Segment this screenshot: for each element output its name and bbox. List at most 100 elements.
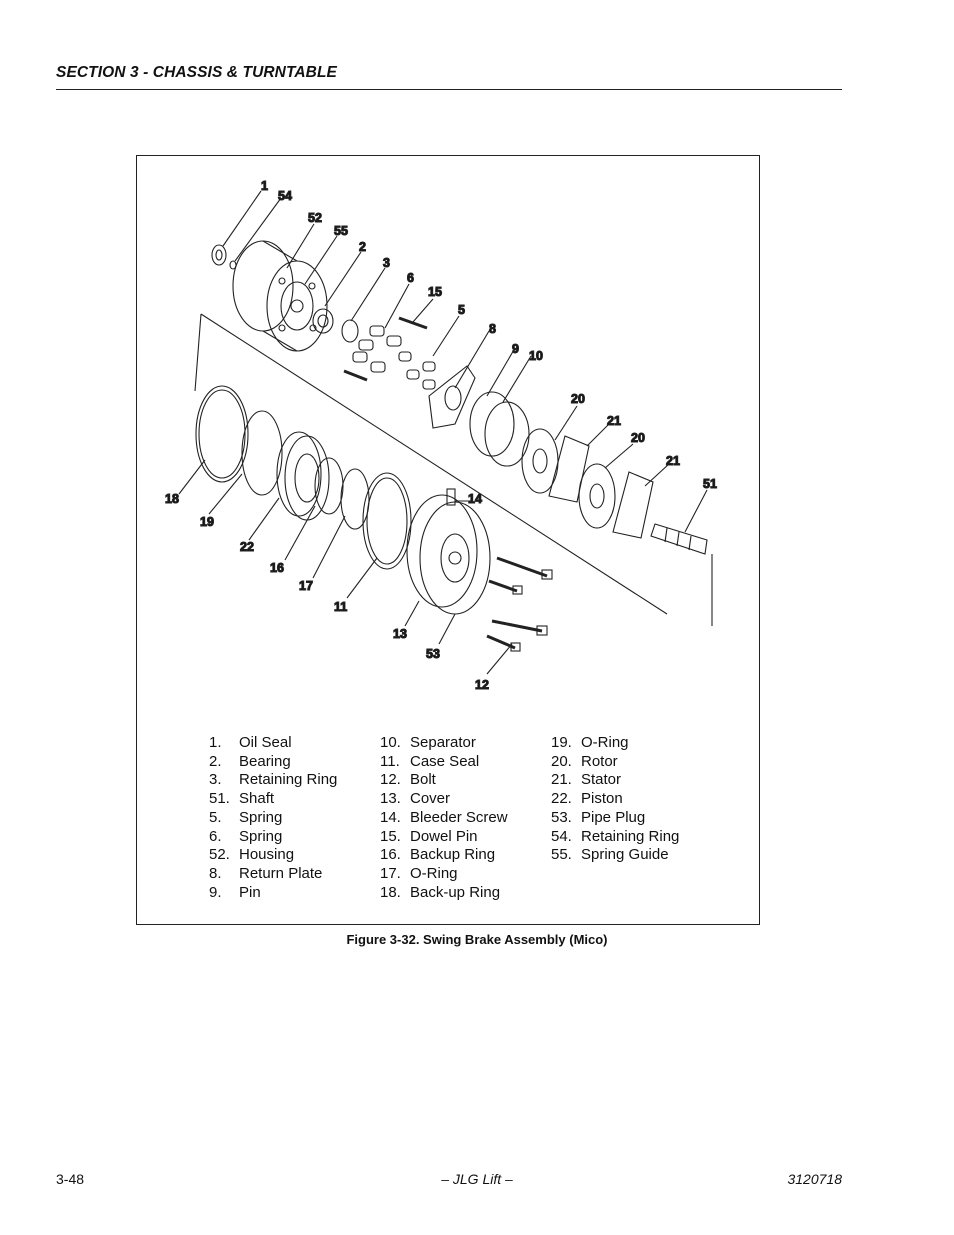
legend-number: 21. [551, 771, 572, 789]
legend-column: 10. Separator 11.Case Seal 12.Bolt 13.Cov… [380, 734, 508, 902]
bearing-part [312, 308, 334, 334]
legend-item: 22. Piston [551, 790, 679, 809]
back-up-ring-part [195, 385, 249, 483]
legend-item: 1.Oil Seal [209, 734, 337, 753]
legend-label: Piston [581, 790, 623, 808]
legend-number: 13. [380, 790, 401, 808]
callout-label: 16 [270, 561, 284, 575]
legend-label: Bleeder Screw [410, 808, 508, 826]
return-plate-part [428, 365, 476, 429]
callout-label: 8 [489, 322, 496, 336]
legend-label: Shaft [239, 790, 275, 808]
callout-label: 11 [334, 600, 347, 614]
legend-item: 3.Retaining Ring [209, 771, 337, 790]
legend-item: 52. Housing [209, 846, 337, 865]
shaft-part [650, 523, 708, 555]
callout-label: 2 [359, 240, 366, 254]
legend-number: 17. [380, 864, 401, 882]
document-number: 3120718 [787, 1171, 842, 1187]
legend-number: 14. [380, 808, 401, 826]
callout-label: 21 [607, 414, 621, 428]
page-number: 3-48 [56, 1171, 85, 1187]
legend-item: 13.Cover [380, 790, 508, 809]
legend-number: 6. [209, 827, 222, 845]
callout-label: 5 [458, 303, 465, 317]
legend-label: Oil Seal [239, 734, 292, 751]
legend-label: Case Seal [410, 752, 480, 770]
callout-label: 13 [393, 627, 407, 641]
legend-number: 3. [209, 771, 222, 789]
figure-frame: 1 54 52 55 2 3 6 15 5 8 9 10 20 21 20 21… [136, 155, 760, 925]
legend-number: 20. [551, 752, 572, 770]
legend-label: Dowel Pin [410, 827, 478, 845]
callout-label: 52 [308, 211, 322, 225]
legend-item: 16.Backup Ring [380, 846, 508, 865]
o-ring-part [340, 468, 370, 530]
separator-part [469, 391, 530, 467]
assembly-guide-line [194, 313, 202, 392]
bolt-part [486, 556, 553, 652]
legend-number: 15. [380, 827, 401, 845]
callout-label: 1 [261, 179, 268, 193]
housing-part [232, 240, 328, 352]
legend-item: 11.Case Seal [380, 753, 508, 772]
legend-item: 51. Shaft [209, 790, 337, 809]
callout-label: 17 [299, 579, 313, 593]
legend-item: 55.Spring Guide [551, 846, 679, 865]
callout-label: 55 [334, 224, 348, 238]
callout-label: 18 [165, 492, 179, 506]
legend-number: 52. [209, 846, 230, 864]
legend-label: Spring Guide [581, 846, 669, 864]
callout-label: 6 [407, 271, 414, 285]
backup-ring-part [314, 457, 344, 515]
legend-number: 10. [380, 734, 401, 751]
legend-number: 22. [551, 790, 572, 808]
legend-label: O-Ring [410, 864, 458, 882]
legend-label: Back-up Ring [410, 883, 501, 901]
oil-seal-part [211, 244, 237, 270]
legend-item: 8. Return Plate [209, 865, 337, 884]
leader-lines [178, 190, 708, 675]
legend-column: 19.O-Ring 20.Rotor 21.Stator 22.Piston 5… [551, 734, 679, 865]
legend-number: 2. [209, 752, 222, 770]
legend-number: 51. [209, 790, 230, 808]
callout-label: 3 [383, 256, 390, 270]
legend-item: 2.Bearing [209, 753, 337, 772]
legend-item: 15. Dowel Pin [380, 828, 508, 847]
callout-label: 19 [200, 515, 214, 529]
callout-label: 53 [426, 647, 440, 661]
figure-caption: Figure 3-32. Swing Brake Assembly (Mico) [346, 932, 608, 947]
callout-label: 10 [529, 349, 543, 363]
header-divider [56, 89, 842, 90]
legend-item: 53.Pipe Plug [551, 809, 679, 828]
callout-label: 15 [428, 285, 442, 299]
exploded-diagram: 1 54 52 55 2 3 6 15 5 8 9 10 20 21 20 21… [164, 178, 717, 692]
legend-label: Backup Ring [410, 846, 496, 864]
callout-label: 14 [468, 492, 482, 506]
cover-part [406, 494, 491, 615]
legend-label: Return Plate [239, 864, 323, 882]
legend-label: Rotor [581, 752, 618, 770]
legend-item: 54. Retaining Ring [551, 828, 679, 847]
legend-label: Separator [410, 734, 476, 751]
o-ring-part [241, 410, 283, 496]
callout-label: 51 [703, 477, 717, 491]
legend-item: 12.Bolt [380, 771, 508, 790]
legend-item: 5. Spring [209, 809, 337, 828]
callout-label: 21 [666, 454, 680, 468]
legend-label: Retaining Ring [581, 827, 680, 845]
callout-label: 20 [571, 392, 585, 406]
legend-column: 1.Oil Seal 2.Bearing 3.Retaining Ring 51… [209, 734, 337, 902]
legend-number: 8. [209, 864, 222, 882]
springs-part [352, 325, 436, 390]
legend-label: Housing [239, 846, 295, 864]
legend-number: 5. [209, 808, 222, 826]
legend-item: 18. Back-up Ring [380, 884, 508, 903]
legend-label: Spring [239, 808, 283, 826]
legend-number: 54. [551, 827, 572, 845]
legend-item: 21. Stator [551, 771, 679, 790]
legend-number: 18. [380, 883, 401, 901]
legend-label: Stator [581, 771, 622, 789]
dowel-pin-part [398, 316, 428, 330]
assembly-guide-line [200, 313, 668, 615]
